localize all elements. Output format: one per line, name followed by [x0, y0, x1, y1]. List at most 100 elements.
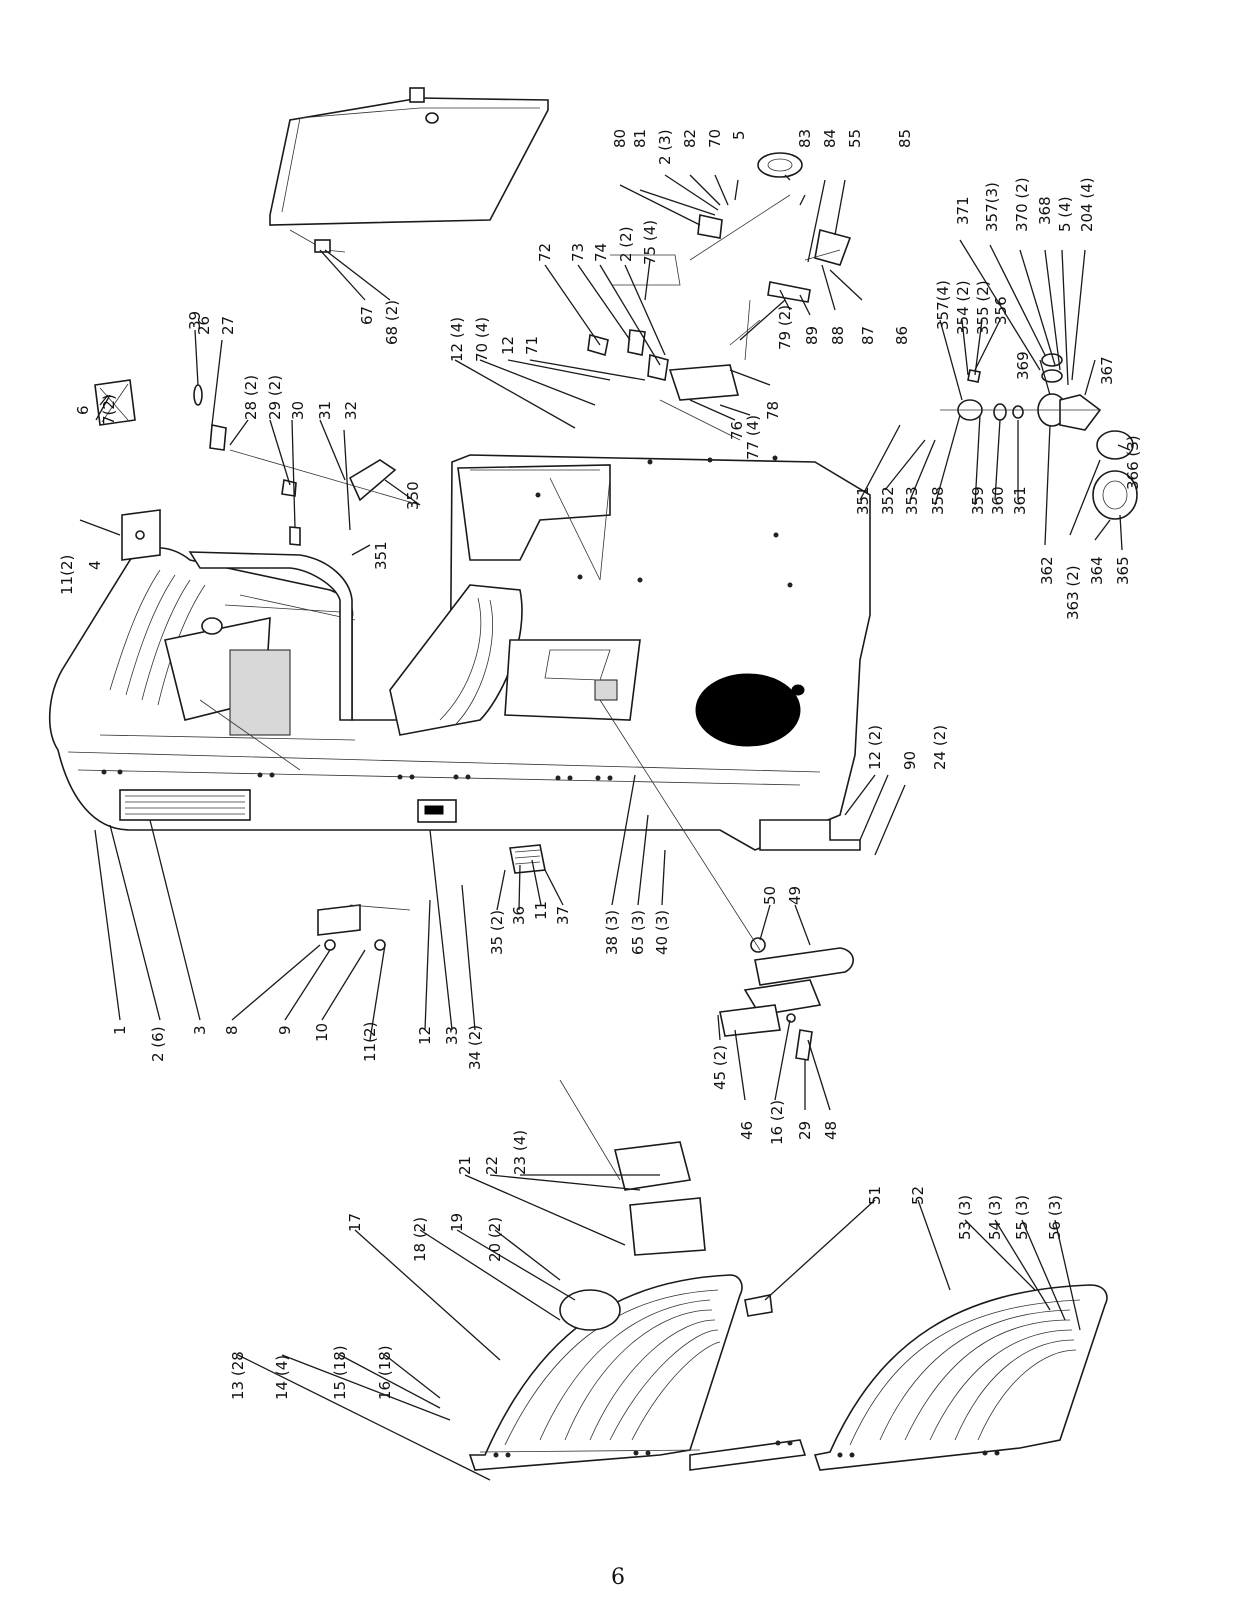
callout-label: 352	[879, 486, 897, 515]
callout-label: 79 (2)	[776, 305, 794, 350]
callout-label: 22	[483, 1156, 501, 1175]
center-top-parts	[587, 254, 761, 441]
callout-label: 46	[738, 1121, 756, 1140]
callout-label: 82	[681, 129, 699, 148]
callout-label: 19	[448, 1213, 466, 1232]
page-number: 6	[611, 1565, 625, 1590]
upper-right-parts	[689, 152, 852, 361]
mid-bracket-parts	[559, 1079, 706, 1256]
callout-label: 204 (4)	[1078, 177, 1096, 232]
callout-label: 351	[372, 541, 390, 570]
leg-bracket-parts	[317, 904, 411, 951]
callout-label: 21	[456, 1156, 474, 1175]
callout-label: 89	[803, 326, 821, 345]
callout-label: 80	[611, 129, 629, 148]
callout-label: 65 (3)	[629, 910, 647, 955]
left-front-door	[468, 1274, 807, 1471]
callout-label: 353	[903, 486, 921, 515]
callout-label: 48	[822, 1121, 840, 1140]
callout-label: 55 (3)	[1013, 1195, 1031, 1240]
callout-label: 370 (2)	[1013, 177, 1031, 232]
callout-label: 38 (3)	[603, 910, 621, 955]
callout-label: 54 (3)	[986, 1195, 1004, 1240]
callout-label: 12 (2)	[866, 725, 884, 770]
callout-label: 356	[992, 296, 1010, 325]
right-front-door	[744, 1284, 1108, 1471]
callout-label: 67	[358, 306, 376, 325]
callout-label: 78	[764, 401, 782, 420]
callout-label: 361	[1011, 486, 1029, 515]
callout-label: 70 (4)	[473, 317, 491, 362]
round-window-opening	[695, 673, 801, 747]
callout-label: 37	[554, 906, 572, 925]
callout-label: 88	[829, 326, 847, 345]
callout-label: 9	[276, 1025, 294, 1035]
callout-label: 23 (4)	[511, 1130, 529, 1175]
callout-label: 8	[223, 1025, 241, 1035]
callout-label: 73	[569, 243, 587, 262]
callout-label: 5 (4)	[1056, 196, 1074, 232]
callout-label: 2 (2)	[617, 226, 635, 262]
callout-label: 357(3)	[983, 182, 1001, 232]
brush-part	[509, 844, 546, 874]
callout-label: 24 (2)	[931, 725, 949, 770]
callout-label: 12	[499, 336, 517, 355]
callout-label: 90	[901, 751, 919, 770]
callout-label: 2 (6)	[149, 1026, 167, 1062]
callout-label: 52	[909, 1186, 927, 1205]
handle-assembly	[599, 699, 854, 1061]
callout-label: 7(2)	[100, 394, 118, 425]
callout-label: 87	[859, 326, 877, 345]
top-lid	[269, 87, 549, 253]
callout-label: 30	[289, 401, 307, 420]
cabinet-body	[48, 454, 871, 851]
callout-label: 2 (3)	[656, 129, 674, 165]
callout-label: 12	[416, 1026, 434, 1045]
callout-label: 5	[730, 130, 748, 140]
callout-label: 354 (2)	[954, 280, 972, 335]
callout-label: 13 (28	[229, 1351, 247, 1400]
callout-label: 76	[728, 421, 746, 440]
callout-label: 81	[631, 129, 649, 148]
leader-lines	[79, 174, 1131, 1481]
callout-label: 53 (3)	[956, 1195, 974, 1240]
callout-label: 86	[893, 326, 911, 345]
callout-label: 16 (2)	[768, 1100, 786, 1145]
callout-label: 45 (2)	[711, 1045, 729, 1090]
callout-label: 15 (18)	[331, 1345, 349, 1400]
callout-label: 34 (2)	[466, 1025, 484, 1070]
callout-label: 357(4)	[934, 280, 952, 330]
callout-label: 360	[989, 486, 1007, 515]
callout-label: 49	[786, 886, 804, 905]
callout-label: 72	[536, 243, 554, 262]
callout-label: 71	[523, 336, 541, 355]
callout-label: 4	[86, 560, 104, 570]
callout-label: 77 (4)	[744, 415, 762, 460]
callout-label: 358	[929, 486, 947, 515]
callout-label: 367	[1098, 356, 1116, 385]
left-bracket-parts	[94, 379, 421, 561]
callout-label: 14 (4)	[273, 1355, 291, 1400]
callout-labels: 1 2 (6) 3 8 9 10 11(2) 12 33 34 (2) 35 (…	[58, 129, 1142, 1400]
callout-label: 10	[313, 1023, 331, 1042]
lock-assembly	[940, 353, 1138, 520]
callout-label: 32	[342, 401, 360, 420]
callout-label: 29	[796, 1121, 814, 1140]
callout-label: 56 (3)	[1046, 1195, 1064, 1240]
callout-label: 40 (3)	[653, 910, 671, 955]
callout-label: 55	[846, 129, 864, 148]
callout-label: 1	[111, 1025, 129, 1035]
callout-label: 364	[1088, 556, 1106, 585]
callout-label: 36	[510, 906, 528, 925]
callout-label: 35 (2)	[488, 910, 506, 955]
callout-label: 70	[706, 129, 724, 148]
callout-label: 11(2)	[361, 1022, 379, 1062]
callout-label: 18 (2)	[411, 1217, 429, 1262]
callout-label: 365	[1114, 556, 1132, 585]
callout-label: 368	[1036, 196, 1054, 225]
callout-label: 11(2)	[58, 555, 76, 595]
callout-label: 371	[954, 196, 972, 225]
callout-label: 363 (2)	[1064, 565, 1082, 620]
callout-label: 355 (2)	[974, 280, 992, 335]
